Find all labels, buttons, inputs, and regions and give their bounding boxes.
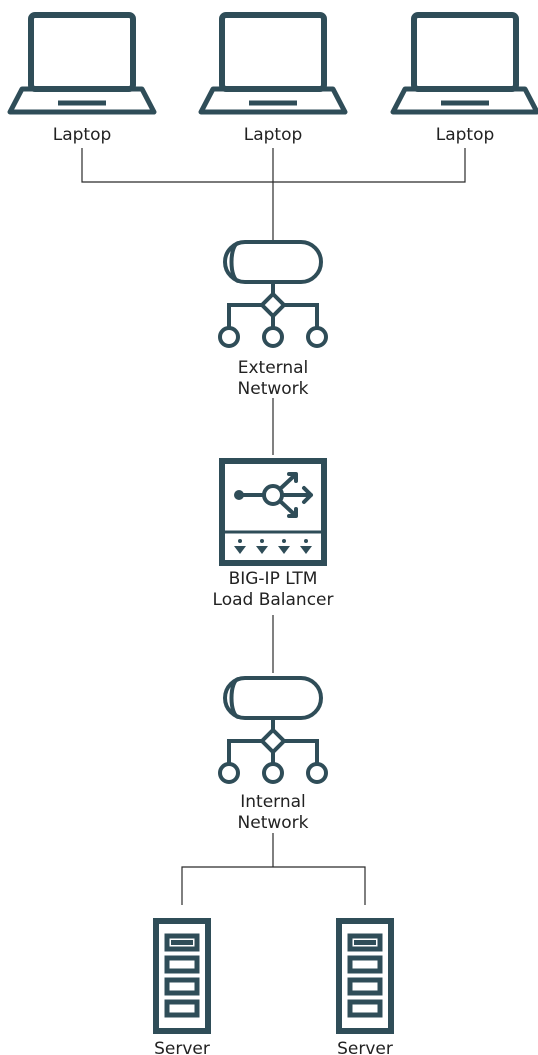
internal-network: Internal Network xyxy=(218,676,328,833)
laptop-icon xyxy=(390,12,538,115)
server-label: Server xyxy=(154,1039,210,1055)
load-balancer: BIG-IP LTM Load Balancer xyxy=(213,458,334,610)
load-balancer-label-line-1: BIG-IP LTM xyxy=(229,569,318,589)
load-balancer-label-line-2: Load Balancer xyxy=(213,590,334,610)
laptop-3: Laptop xyxy=(390,12,538,145)
server-icon xyxy=(336,918,394,1034)
laptop-2: Laptop xyxy=(198,12,348,145)
laptop-bus-connector xyxy=(81,148,466,240)
server-2: Server xyxy=(336,918,394,1055)
internal-to-servers-connector xyxy=(181,833,366,905)
server-icon xyxy=(153,918,211,1034)
connectors xyxy=(81,148,466,905)
laptop-label: Laptop xyxy=(436,125,495,145)
internal-network-label-line-1: Internal xyxy=(240,792,306,812)
network-icon xyxy=(218,676,328,784)
server-label: Server xyxy=(337,1039,393,1055)
laptop-icon xyxy=(198,12,348,115)
external-network: External Network xyxy=(218,240,328,399)
external-network-label-line-1: External xyxy=(238,358,309,378)
laptop-label: Laptop xyxy=(53,125,112,145)
server-1: Server xyxy=(153,918,211,1055)
laptop-icon xyxy=(7,12,157,115)
laptop-1: Laptop xyxy=(7,12,157,145)
port-indicators xyxy=(234,539,312,554)
laptop-label: Laptop xyxy=(244,125,303,145)
external-network-label-line-2: Network xyxy=(238,379,309,399)
load-balancer-icon xyxy=(219,458,327,566)
network-icon xyxy=(218,240,328,348)
internal-network-label-line-2: Network xyxy=(238,813,309,833)
